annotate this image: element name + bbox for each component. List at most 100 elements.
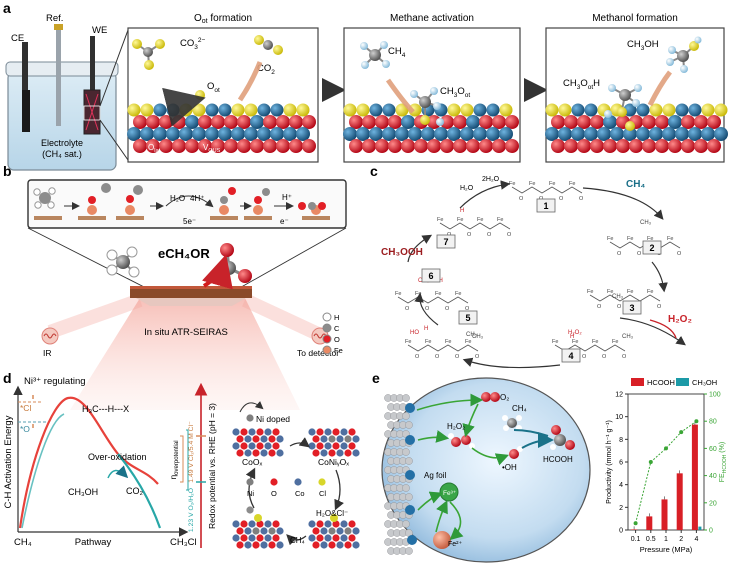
d-lattice-atom — [252, 435, 260, 443]
panel-letter-b: b — [3, 163, 12, 179]
d-lattice-atom — [336, 527, 344, 535]
d-lattice-atom — [336, 449, 344, 457]
d-xstart: CH₄ — [14, 537, 32, 548]
d-lattice-atom — [320, 527, 328, 535]
lattice-atom — [577, 139, 591, 153]
label-electrolyte-sub: (CH₄ sat.) — [42, 149, 82, 159]
lattice-atom — [636, 103, 650, 117]
chart-ytick-label: 12 — [615, 392, 623, 399]
lattice-atom — [388, 139, 402, 153]
b-surface — [78, 216, 106, 220]
lattice-atom — [401, 115, 415, 129]
lattice-atom — [486, 127, 500, 141]
label-seiras: In situ ATR-SEIRAS — [144, 327, 228, 338]
legend-label-c: C — [334, 324, 340, 333]
c-atom-label: Fe — [395, 291, 401, 297]
ag-atom — [405, 493, 413, 501]
d-ch3oh: CH₃OH — [68, 487, 98, 497]
d-lattice-atom — [324, 534, 332, 542]
label-ch3oh-a: CH3OH — [627, 39, 659, 52]
panel-e: e O₂ CH₄ H₂O₂ •OH HCOOH Fe³⁺ Fe²⁺ Ag foi… — [372, 370, 728, 563]
lattice-atom — [642, 139, 656, 153]
lattice-atom — [224, 115, 238, 129]
c-atom-label: Fe — [627, 236, 633, 242]
lattice-atom — [499, 127, 513, 141]
ag-atom — [405, 457, 413, 465]
e-label-hcooh: HCOOH — [543, 455, 573, 464]
c-step-label-4: 4 — [568, 351, 573, 361]
e-ag-foil — [384, 394, 413, 555]
lattice-atom — [564, 139, 578, 153]
c-step-label-7: 7 — [443, 237, 448, 247]
c-h-label: H — [570, 334, 574, 340]
d-lattice-atom — [332, 534, 340, 542]
chart-xlabel: Pressure (MPa) — [640, 545, 693, 554]
lattice-atom — [486, 103, 500, 117]
lattice-atom — [499, 103, 513, 117]
ag-atom — [405, 547, 413, 555]
d-lattice-atom — [236, 435, 244, 443]
label-we: WE — [92, 25, 107, 36]
e-label-agfoil: Ag foil — [424, 471, 446, 480]
lattice-atom — [584, 103, 598, 117]
legend-swatch-hcooh — [631, 378, 644, 386]
e-label-oh: •OH — [502, 463, 517, 472]
b-c-atom — [262, 188, 270, 196]
molecule-ch4-a — [360, 41, 390, 69]
c-ch3-label: CH₃ — [472, 334, 484, 340]
point-fe — [679, 430, 684, 435]
d-ts-label: H₃C---H---X — [82, 404, 129, 414]
d-cycle-arrow-4 — [245, 467, 256, 509]
label-co3: CO32− — [180, 37, 205, 51]
d-curve-cl — [18, 396, 159, 529]
lattice-atom — [421, 127, 435, 141]
lattice-atom — [356, 127, 370, 141]
d-legend-label-co: Co — [295, 489, 305, 498]
lattice-atom — [681, 139, 695, 153]
d-lattice-atom — [308, 442, 316, 450]
d-co2: CO₂ — [126, 486, 144, 496]
d-lattice-atom — [352, 435, 360, 443]
lattice-atom — [603, 115, 617, 129]
c-step-box-1 — [536, 198, 556, 213]
d-lattice-atom — [344, 435, 352, 443]
d-lattice-atom — [264, 520, 272, 528]
lattice-atom — [231, 127, 245, 141]
lattice-atom — [205, 103, 219, 117]
lattice-atom — [401, 139, 415, 153]
e-label-o2: O₂ — [500, 393, 509, 402]
e-label-fe2: Fe²⁺ — [448, 541, 463, 548]
mechanism-steps-b — [33, 183, 330, 220]
lattice-atom — [460, 103, 474, 117]
lattice-atom — [623, 127, 637, 141]
d-lattice-atom — [248, 534, 256, 542]
b-step-arrow — [165, 195, 214, 208]
label-ech4or: eCH₄OR — [158, 246, 210, 261]
panel-b: b H₂O 4H⁺ 5e⁻ H⁺ e⁻ eCH₄OR In situ ATR-S… — [3, 163, 347, 410]
c-atom-label: Fe — [607, 236, 613, 242]
d-lattice-atom — [308, 534, 316, 542]
panel-a: a CE Ref. WE Electrolyte (CH₄ sat.) Oot … — [3, 0, 728, 171]
lattice-atom — [302, 139, 316, 153]
lattice-atom — [382, 103, 396, 117]
lattice-atom — [362, 139, 376, 153]
lattice-atom — [375, 139, 389, 153]
lattice-atom — [343, 103, 357, 117]
c-ch3-label: CH₃ — [622, 334, 634, 340]
d-lattice-atom — [240, 442, 248, 450]
lattice-atom — [714, 127, 728, 141]
d-lattice-atom — [312, 449, 320, 457]
c-atom-label: O — [445, 306, 450, 312]
c-atom-label: O — [582, 354, 587, 360]
d-lattice-atom — [308, 428, 316, 436]
arrow-oxidation-b — [202, 254, 233, 290]
d-ch3-adsorbate — [246, 506, 254, 514]
d-lattice-atom — [268, 527, 276, 535]
d-lattice-atom — [320, 541, 328, 549]
legend-swatch-ch3oh — [676, 378, 689, 386]
legend-label-hcooh: HCOOH — [647, 378, 675, 387]
c-chain-backbone — [397, 296, 469, 304]
lattice-atom — [649, 103, 663, 117]
